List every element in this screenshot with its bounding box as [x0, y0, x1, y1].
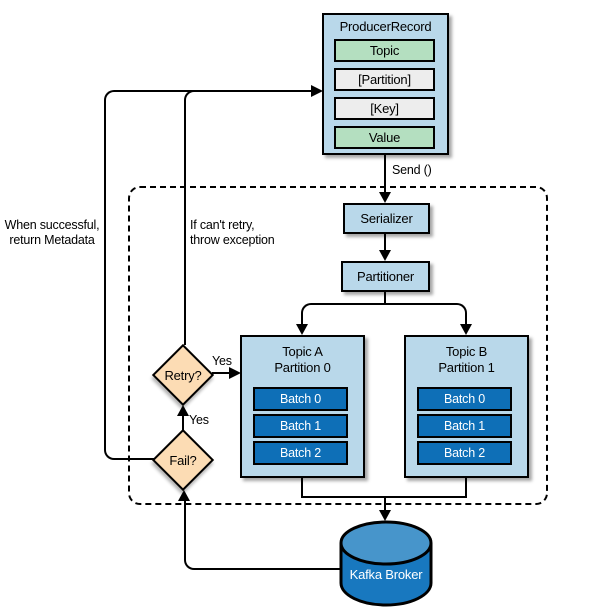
connector-outer-vertical: [104, 103, 106, 446]
kafka-broker-cylinder: [339, 520, 433, 607]
fail-yes-label: Yes: [189, 413, 209, 427]
topic-a-partition-box: Topic A Partition 0 Batch 0 Batch 1 Batc…: [240, 335, 365, 478]
fail-decision-diamond: Fail?: [152, 429, 214, 491]
topic-a-batch-2: Batch 2: [253, 441, 348, 465]
arrow-into-partitioner: [379, 250, 391, 261]
topic-a-batch-0: Batch 0: [253, 387, 348, 411]
connector-serializer-partitioner: [384, 234, 386, 252]
topic-b-batch-0: Batch 0: [417, 387, 512, 411]
connector-broker-up: [184, 500, 186, 556]
topic-b-title: Topic B Partition 1: [438, 344, 495, 375]
retry-decision-diamond: Retry?: [152, 344, 214, 406]
connector-fail-yes: [182, 414, 184, 430]
arrow-into-topic-a: [296, 324, 308, 335]
topic-a-title: Topic A Partition 0: [274, 344, 331, 375]
partitioner-label: Partitioner: [356, 269, 415, 284]
send-label: Send (): [392, 163, 432, 177]
kafka-broker-label: Kafka Broker: [349, 567, 423, 582]
field-topic: Topic: [334, 39, 435, 62]
topic-b-batch-1: Batch 1: [417, 414, 512, 438]
topic-a-batch-1: Batch 1: [253, 414, 348, 438]
field-value: Value: [334, 126, 435, 149]
connector-topic-b-down: [465, 478, 467, 498]
connector-top-horizontal: [118, 90, 313, 92]
arrow-into-topic-b: [460, 324, 472, 335]
connector-branch-stem: [384, 292, 386, 305]
connector-retry-yes: [212, 372, 232, 374]
connector-branch-right-drop: [465, 316, 467, 326]
arrow-into-serializer: [379, 192, 391, 203]
connector-fail-left: [118, 458, 154, 460]
retry-yes-label: Yes: [212, 354, 232, 368]
connector-branch-left-drop: [301, 316, 303, 326]
connector-outer-bottom-corner: [104, 444, 120, 460]
connector-branch-right-corner: [452, 303, 467, 319]
connector-outer-top-corner: [104, 90, 120, 106]
producer-record-box: ProducerRecord Topic [Partition] [Key] V…: [322, 13, 449, 155]
connector-inner-top-corner: [184, 90, 198, 104]
producer-record-title: ProducerRecord: [339, 19, 432, 34]
connector-send-line: [384, 155, 386, 195]
cant-retry-annotation: If can't retry, throw exception: [190, 218, 275, 247]
producer-boundary-dashed-box: [128, 186, 548, 505]
connector-inner-vertical: [184, 102, 186, 345]
connector-broker-corner: [184, 554, 200, 570]
topic-b-batch-2: Batch 2: [417, 441, 512, 465]
arrow-into-producer-record: [311, 85, 323, 97]
arrow-fail-into-retry: [177, 405, 189, 416]
fail-label: Fail?: [169, 452, 197, 468]
success-annotation: When successful, return Metadata: [4, 218, 100, 247]
field-partition: [Partition]: [334, 68, 435, 91]
connector-topic-a-down: [301, 478, 303, 498]
field-key: [Key]: [334, 97, 435, 120]
connector-broker-stem: [384, 496, 386, 512]
serializer-label: Serializer: [360, 211, 413, 226]
arrow-retry-into-topic-a: [229, 367, 241, 379]
retry-label: Retry?: [164, 367, 202, 383]
connector-branch-horizontal: [314, 303, 454, 305]
serializer-box: Serializer: [343, 203, 430, 234]
arrow-into-broker: [379, 510, 391, 521]
topic-b-partition-box: Topic B Partition 1 Batch 0 Batch 1 Batc…: [404, 335, 529, 478]
arrow-into-fail: [178, 490, 190, 501]
connector-branch-left-corner: [301, 303, 317, 319]
connector-broker-left: [196, 568, 340, 570]
partitioner-box: Partitioner: [341, 261, 430, 292]
